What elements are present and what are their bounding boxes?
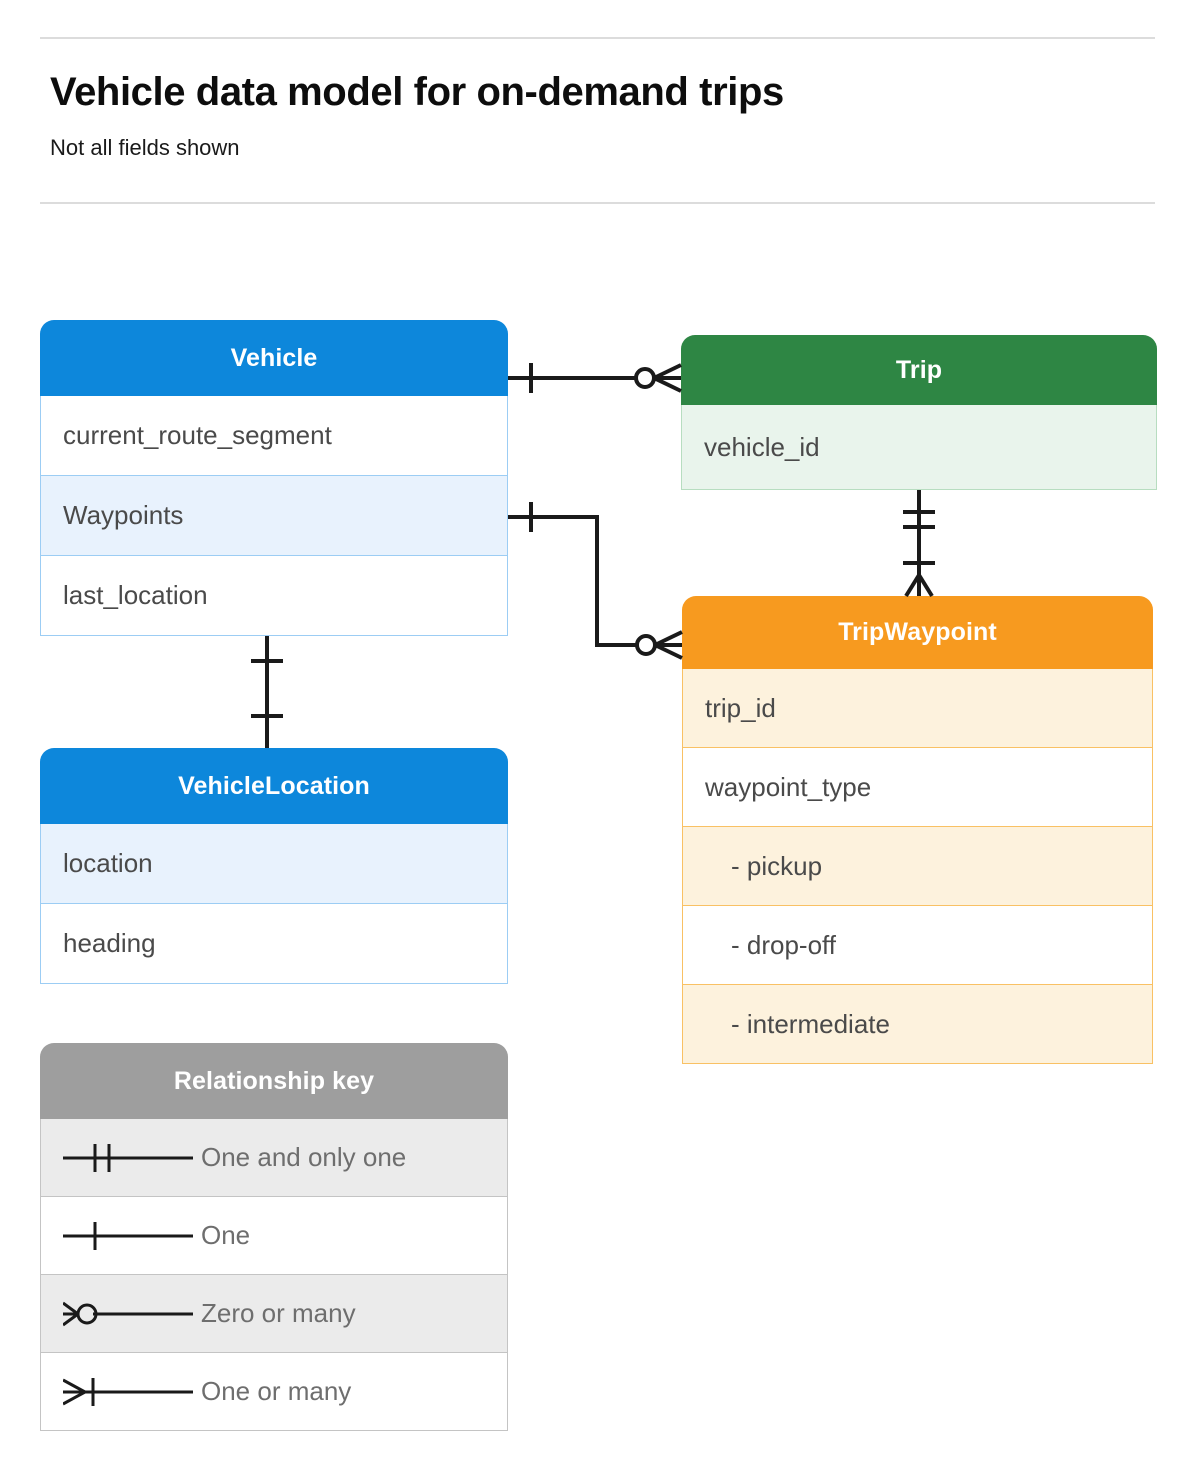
entity-vehicle-location[interactable]: VehicleLocation location heading [40,748,508,984]
zero-or-many-icon [41,1275,201,1352]
connector-vehicle-vehiclelocation [251,636,283,748]
header-divider-bottom [40,202,1155,204]
page-subtitle: Not all fields shown [50,135,240,160]
field-location[interactable]: location [40,824,508,904]
page-title: Vehicle data model for on-demand trips [50,70,784,114]
entity-vehicle[interactable]: Vehicle current_route_segment Waypoints … [40,320,508,636]
legend-item-label: One [201,1220,251,1250]
legend-item-one[interactable]: One [40,1197,508,1275]
entity-trip-waypoint[interactable]: TripWaypoint trip_id waypoint_type - pic… [682,596,1153,1064]
field-trip-id[interactable]: trip_id [682,669,1153,748]
field-current-route-segment[interactable]: current_route_segment [40,396,508,476]
legend-item-one-or-many[interactable]: One or many [40,1353,508,1431]
legend-title: Relationship key [40,1043,508,1119]
legend-item-zero-or-many[interactable]: Zero or many [40,1275,508,1353]
one-icon [41,1197,201,1274]
field-waypoint-type-pickup[interactable]: - pickup [682,827,1153,906]
connector-trip-tripwaypoint [903,490,935,598]
entity-vehicle-location-title: VehicleLocation [40,748,508,824]
field-heading[interactable]: heading [40,904,508,984]
legend-item-label: Zero or many [201,1298,356,1328]
one-or-many-icon [41,1353,201,1430]
entity-trip-waypoint-title: TripWaypoint [682,596,1153,669]
legend-item-label: One or many [201,1376,352,1406]
field-waypoint-type-drop-off[interactable]: - drop-off [682,906,1153,985]
entity-trip-title: Trip [681,335,1157,405]
entity-trip[interactable]: Trip vehicle_id [681,335,1157,490]
legend-relationship-key[interactable]: Relationship key One and only one One [40,1043,508,1431]
connector-vehicle-trip [508,363,682,393]
field-waypoints[interactable]: Waypoints [40,476,508,556]
field-vehicle-id[interactable]: vehicle_id [681,405,1157,490]
legend-item-label: One and only one [201,1142,407,1172]
field-waypoint-type[interactable]: waypoint_type [682,748,1153,827]
field-waypoint-type-intermediate[interactable]: - intermediate [682,985,1153,1064]
legend-item-one-and-only-one[interactable]: One and only one [40,1119,508,1197]
header-divider-top [40,37,1155,39]
entity-vehicle-title: Vehicle [40,320,508,396]
connector-waypoints-tripwaypoint [508,502,683,660]
field-last-location[interactable]: last_location [40,556,508,636]
one-and-only-one-icon [41,1119,201,1196]
